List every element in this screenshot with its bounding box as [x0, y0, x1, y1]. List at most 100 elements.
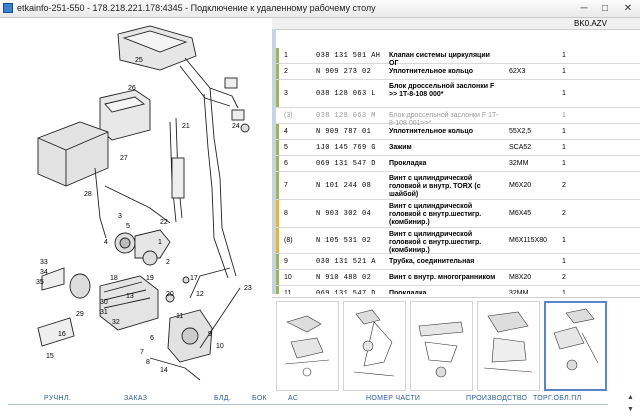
window-title: etkainfo-251-550 - 178.218.221.178:4345 … — [17, 3, 376, 13]
row-status-mark — [276, 48, 279, 63]
callout-2: 2 — [166, 259, 170, 266]
row-spec: 55X2,5 — [509, 128, 532, 135]
scroll-down-icon[interactable]: ▼ — [627, 406, 634, 413]
diagram-thumbnail-strip — [272, 297, 640, 394]
scroll-up-icon[interactable]: ▲ — [627, 394, 634, 401]
row-position: 11 — [284, 290, 292, 294]
exploded-parts-diagram[interactable]: 25 26 27 28 24 21 22 3 5 4 1 2 33 34 35 … — [0, 18, 272, 393]
callout-9: 9 — [208, 331, 212, 338]
row-description: Уплотнительное кольцо — [389, 128, 473, 135]
bottom-menu-strip: РУЧНЛ. ЗАКАЗ БЛД. БОК АС НОМЕР ЧАСТИ ПРО… — [0, 393, 640, 416]
menu-manual[interactable]: РУЧНЛ. — [44, 395, 72, 402]
row-part-number: 069 131 547 D — [316, 160, 376, 168]
row-quantity: 1 — [562, 237, 566, 244]
row-part-number: N 909 273 02 — [316, 68, 372, 76]
callout-19: 19 — [146, 275, 154, 282]
row-quantity: 2 — [562, 182, 566, 189]
row-description: Винт с цилиндрической головкой с внутр.ш… — [389, 231, 482, 254]
menu-trade-area[interactable]: ТОРГ.ОБЛ.ПЛ — [533, 395, 582, 402]
row-description: Прокладка — [389, 290, 427, 294]
callout-8: 8 — [146, 359, 150, 366]
callout-5: 5 — [126, 223, 130, 230]
parts-row[interactable]: 11 069 131 547 D Прокладка 32MM 1 — [276, 286, 640, 294]
row-position: (8) — [284, 237, 293, 244]
row-part-number: 038 128 063 L — [316, 90, 376, 98]
remote-desktop-area: 25 26 27 28 24 21 22 3 5 4 1 2 33 34 35 … — [0, 18, 640, 416]
diagram-thumbnail-5-selected[interactable] — [544, 301, 607, 391]
row-spec: M6X115X80 — [509, 237, 548, 244]
menu-blocks[interactable]: БЛД. — [214, 395, 232, 402]
callout-27: 27 — [120, 155, 128, 162]
maximize-button[interactable]: □ — [601, 3, 609, 14]
row-description: Прокладка — [389, 160, 427, 167]
row-status-mark — [276, 270, 279, 285]
row-spec: 32MM — [509, 290, 529, 294]
row-position: 3 — [284, 90, 288, 97]
callout-32: 32 — [112, 319, 120, 326]
thumbnail-drawing-4 — [483, 311, 533, 373]
callout-30: 30 — [100, 299, 108, 306]
menu-side[interactable]: БОК — [252, 395, 267, 402]
row-position: 2 — [284, 68, 288, 75]
menu-as[interactable]: АС — [288, 395, 299, 402]
callout-22: 22 — [160, 219, 168, 226]
diagram-thumbnail-4[interactable] — [477, 301, 540, 391]
callout-16: 16 — [58, 331, 66, 338]
callout-1: 1 — [158, 239, 162, 246]
callout-29: 29 — [76, 311, 84, 318]
row-description: Винт с цилиндрической головкой с внутр.ш… — [389, 203, 482, 226]
row-quantity: 2 — [562, 210, 566, 217]
callout-33: 33 — [40, 259, 48, 266]
row-position: 4 — [284, 128, 288, 135]
row-spec: M8X20 — [509, 274, 532, 281]
thumbnail-drawing-3 — [418, 321, 464, 378]
row-quantity: 1 — [562, 128, 566, 135]
row-quantity: 1 — [562, 160, 566, 167]
row-status-mark — [276, 124, 279, 139]
row-part-number: N 101 244 08 — [316, 182, 372, 190]
menu-order[interactable]: ЗАКАЗ — [124, 395, 148, 402]
callout-15: 15 — [46, 353, 54, 360]
row-spec: 32MM — [509, 160, 529, 167]
row-part-number: 038 128 063 M — [316, 112, 376, 120]
row-status-mark — [276, 286, 279, 294]
callout-4: 4 — [104, 239, 108, 246]
row-description: Зажим — [389, 144, 412, 151]
menu-part-number[interactable]: НОМЕР ЧАСТИ — [366, 395, 421, 402]
row-spec: M6X20 — [509, 182, 532, 189]
diagram-thumbnail-3[interactable] — [410, 301, 473, 391]
row-quantity: 1 — [562, 290, 566, 294]
menu-production[interactable]: ПРОИЗВОДСТВО — [466, 395, 528, 402]
row-part-number: 038 131 501 AH — [316, 52, 381, 60]
diagram-thumbnail-2[interactable] — [343, 301, 406, 391]
remote-desktop-titlebar: etkainfo-251-550 - 178.218.221.178:4345 … — [0, 0, 640, 18]
callout-23: 23 — [244, 285, 252, 292]
callout-28: 28 — [84, 191, 92, 198]
row-status-mark — [276, 140, 279, 155]
row-status-mark — [276, 172, 279, 199]
callout-18: 18 — [110, 275, 118, 282]
diagram-thumbnail-1[interactable] — [276, 301, 339, 391]
row-spec: M6X45 — [509, 210, 532, 217]
row-part-number: 069 131 547 D — [316, 290, 376, 294]
minimize-button[interactable]: ─ — [580, 3, 588, 14]
callout-11: 11 — [176, 313, 183, 320]
close-button[interactable]: ✕ — [623, 3, 633, 14]
row-description: Трубка, соединительная — [389, 258, 475, 265]
row-part-number: 1J0 145 769 G — [316, 144, 376, 152]
callout-13: 13 — [126, 293, 134, 300]
row-spec: 62X3 — [509, 68, 526, 75]
callout-3: 3 — [118, 213, 122, 220]
